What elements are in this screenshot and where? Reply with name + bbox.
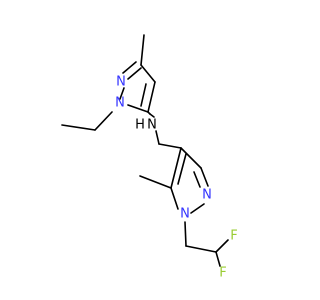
atom-nh-h: H — [135, 118, 145, 133]
bond-c3b-n2b-double — [193, 171, 201, 188]
bond-c3-n2-double — [122, 61, 137, 74]
bond-c3b-n2b — [200, 167, 209, 187]
bond-c-f-upper — [215, 239, 229, 253]
molecule-canvas: N N N H N N F F — [61, 34, 238, 281]
bond-ch2-c4b — [158, 143, 182, 149]
atom-f-upper: F — [230, 229, 237, 244]
bond-c5-c4-double — [140, 83, 147, 107]
atom-f-lower: F — [219, 266, 226, 281]
bond-c5-nh — [149, 113, 155, 118]
bond-n1-c5 — [127, 104, 149, 113]
atom-n-top-1: N — [115, 96, 125, 111]
bond-n1-ethyl — [94, 111, 113, 131]
atom-n-top-2: N — [116, 75, 126, 90]
bond-n1b-ch2 — [184, 221, 187, 247]
bond-n2-n1 — [119, 87, 125, 100]
bond-nh-ch2 — [155, 130, 160, 145]
atom-n-bottom-1: N — [180, 207, 190, 222]
bond-c4b-c3b — [180, 147, 202, 169]
bond-c3-n2 — [127, 67, 142, 80]
top-pyrazole-ring — [61, 34, 156, 131]
bond-c5b-methyl — [139, 175, 172, 189]
bond-c5-c4 — [147, 81, 156, 113]
bond-c4-c3 — [140, 64, 156, 83]
bond-c3-methyl — [140, 34, 145, 66]
bond-n2b-n1b — [190, 203, 205, 214]
bottom-pyrazole-ring — [139, 147, 229, 267]
atom-nh-n: N — [147, 118, 157, 133]
bond-ch2-chf2 — [185, 245, 217, 253]
atom-n-bottom-2: N — [202, 188, 212, 203]
nh-linker — [147, 111, 182, 149]
bond-ethyl-methyl — [61, 124, 96, 131]
molecule-structure: N N N H N N F F — [61, 34, 238, 281]
bond-c5b-c4b-double — [177, 153, 187, 185]
bond-n1b-c5b — [170, 187, 179, 210]
bond-c-f-lower — [215, 251, 221, 267]
bond-c5b-c4b — [170, 147, 182, 189]
